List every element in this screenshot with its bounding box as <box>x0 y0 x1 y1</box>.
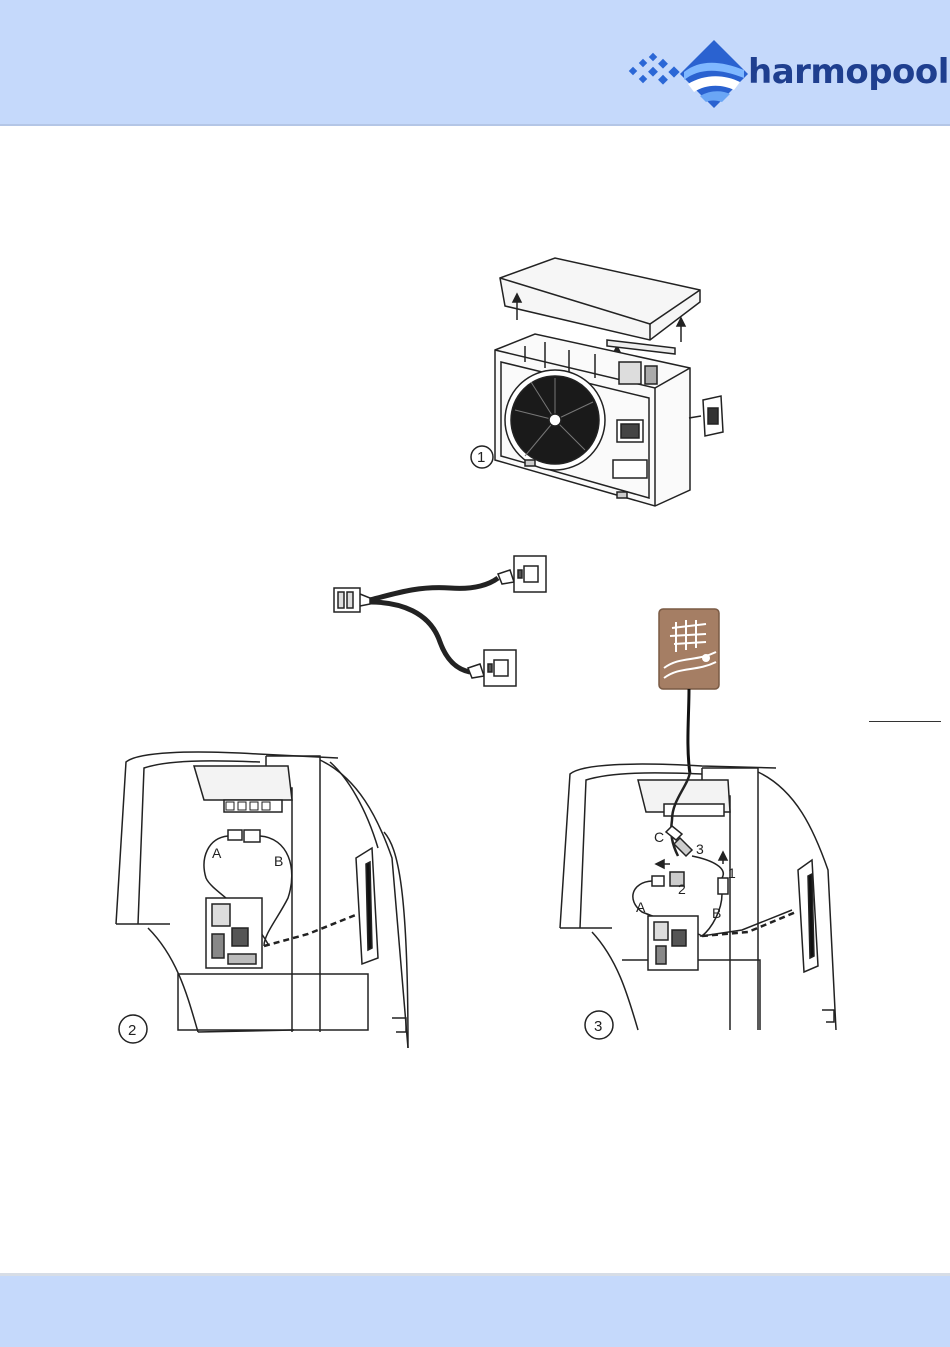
step-3-label: 3 <box>594 1018 602 1035</box>
side-rule <box>869 721 941 722</box>
connector-c-label: C <box>654 829 664 845</box>
connector-a-label: A <box>212 845 222 861</box>
figure-step-3-wiring: C 3 2 1 A B 3 <box>552 760 842 1050</box>
connector-b-label: B <box>274 853 283 869</box>
figure-step-2-wiring: A B 2 <box>108 748 414 1048</box>
step-1-label: 1 <box>477 449 485 466</box>
figure-heat-pump-cover-removal: 1 <box>465 250 745 510</box>
arrow-1-label: 1 <box>728 865 736 881</box>
connector-b-label: B <box>712 905 721 921</box>
remote-control-device <box>656 606 726 776</box>
arrow-3-label: 3 <box>696 841 704 857</box>
brand-name: harmopool <box>748 52 949 92</box>
step-2-label: 2 <box>128 1022 136 1039</box>
footer-band <box>0 1273 950 1347</box>
arrow-2-label: 2 <box>678 881 686 897</box>
figure-y-cable <box>330 552 552 692</box>
connector-a-label: A <box>636 899 646 915</box>
